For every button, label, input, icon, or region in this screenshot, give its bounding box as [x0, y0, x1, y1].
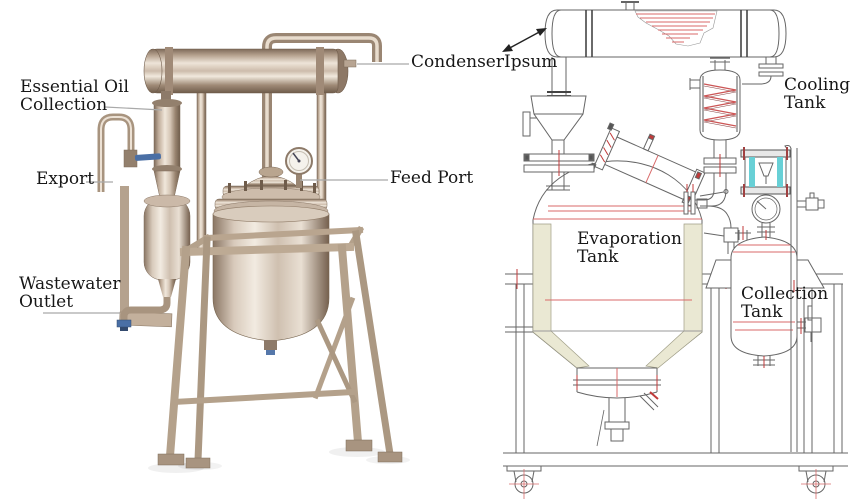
oil-separator-column	[152, 91, 182, 199]
drawing-collection-tank	[705, 226, 825, 368]
label-line: Collection	[741, 284, 829, 304]
label-evaporation-tank: Evaporation Tank	[577, 229, 682, 267]
condenser-arrow	[502, 28, 547, 52]
label-line: Feed Port	[390, 168, 474, 188]
label-line: Tank	[741, 301, 783, 322]
manway-hatch	[589, 122, 706, 207]
label-line: Essential Oil	[20, 77, 129, 97]
wastewater-outlet-pipe	[116, 297, 171, 331]
label-line: Collection	[20, 94, 108, 115]
label-condenser: CondenserIpsum	[411, 52, 558, 72]
label-line: Tank	[784, 92, 826, 113]
pipe-to-collection	[706, 205, 732, 229]
caster-left	[506, 465, 542, 499]
cooling-coil	[702, 76, 738, 132]
export-valve	[123, 149, 162, 168]
label-feed-port: Feed Port	[390, 168, 474, 188]
caster-right	[798, 465, 834, 499]
drawing-gauge	[751, 194, 781, 240]
label-essential-oil-collection: Essential Oil Collection	[20, 77, 129, 115]
label-wastewater-outlet: Wastewater Outlet	[19, 274, 121, 312]
label-line: Wastewater	[19, 274, 121, 294]
label-line: CondenserIpsum	[411, 52, 558, 72]
pressure-gauge	[285, 147, 313, 188]
label-line: Cooling	[784, 75, 851, 95]
oil-receiver-tank	[143, 194, 191, 297]
jacket-right	[645, 223, 703, 369]
pot-body	[212, 205, 330, 355]
drawing-evaporation-tank	[532, 122, 706, 447]
leader-essential-oil	[104, 106, 163, 111]
leader-lines	[43, 63, 409, 314]
jacket-left	[532, 223, 590, 369]
condenser-loop-pipe	[262, 33, 382, 180]
drawing-condenser	[544, 1, 787, 58]
machine-drawing	[503, 1, 848, 499]
stand-frame	[157, 225, 403, 469]
riser-pipe	[784, 145, 825, 452]
label-line: Tank	[577, 246, 619, 267]
label-line: Export	[36, 169, 95, 189]
label-line: Outlet	[19, 291, 74, 312]
condenser-water-hatch	[634, 10, 718, 47]
label-collection-tank: Collection Tank	[741, 284, 829, 322]
label-export: Export	[36, 169, 95, 189]
export-u-pipe	[97, 113, 135, 312]
cooling-downpipe	[683, 140, 739, 254]
collection-outlet-valve	[797, 305, 822, 342]
machine-photo	[97, 33, 410, 473]
sight-glass	[740, 147, 791, 197]
label-line: Evaporation	[577, 229, 682, 249]
cyclone-funnel	[522, 95, 595, 191]
label-cooling-tank: Cooling Tank	[784, 75, 851, 113]
photo-condenser	[143, 47, 357, 95]
drawing-cooling-tank	[689, 57, 784, 141]
